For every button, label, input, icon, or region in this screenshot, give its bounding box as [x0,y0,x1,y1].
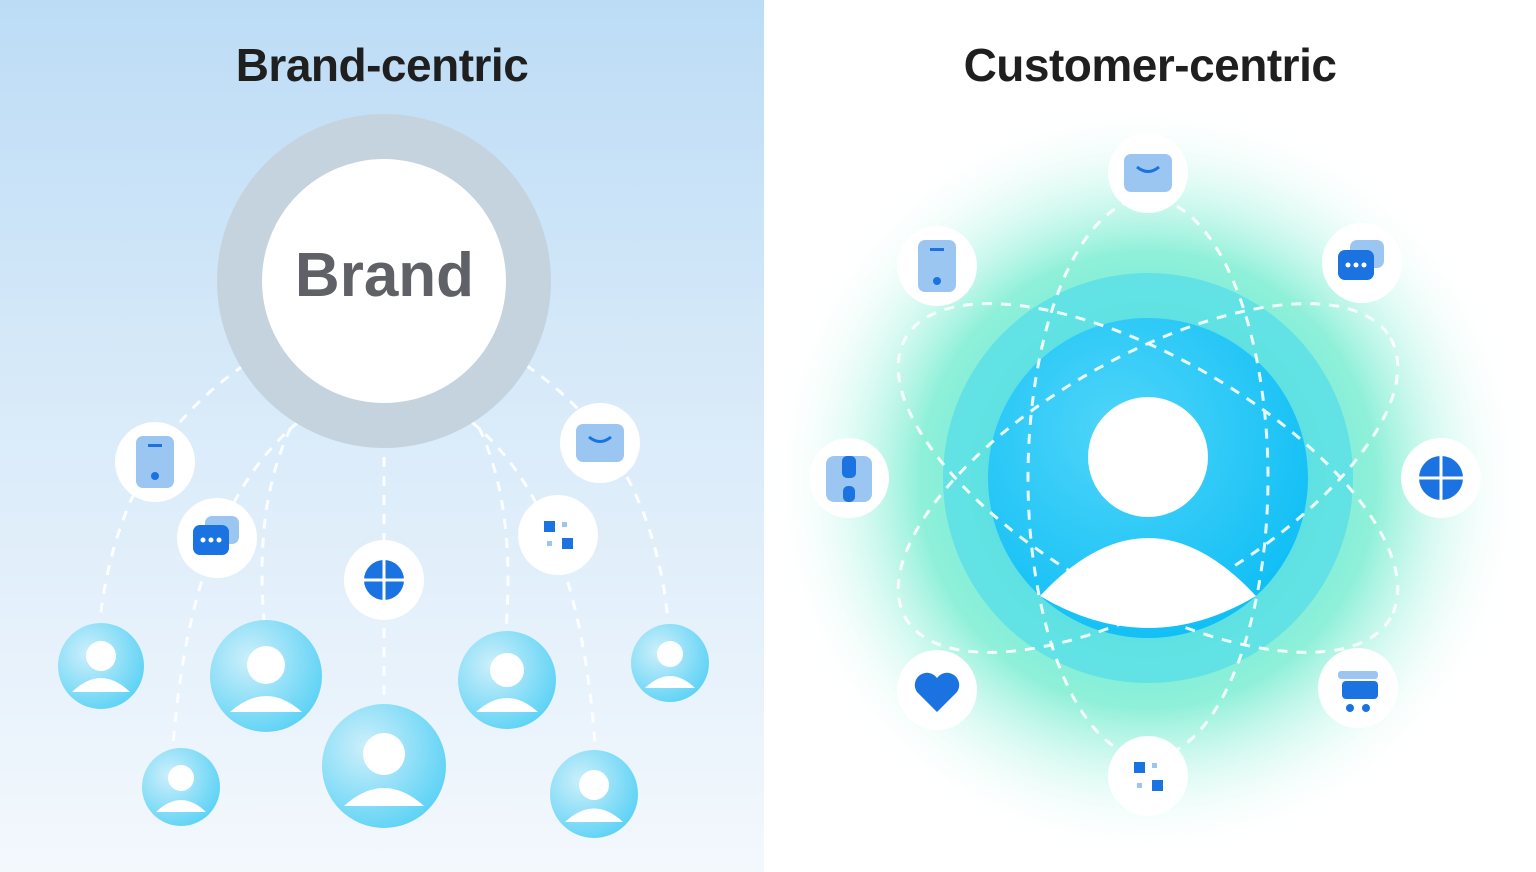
phone-icon [115,422,195,502]
qr-code-icon [518,495,598,575]
brand-centric-title: Brand-centric [235,39,529,91]
mail-icon [1108,133,1188,213]
brand-center-label: Brand [294,241,475,310]
customer-center-avatar [1040,397,1256,628]
globe-icon [344,540,424,620]
heart-icon [897,650,977,730]
customer-centric-title: Customer-centric [963,39,1337,91]
mail-icon [560,403,640,483]
phone-icon [897,226,977,306]
chat-icon [1322,223,1402,303]
globe-icon [1401,438,1481,518]
chat-icon [177,498,257,578]
qr-code-icon [1108,736,1188,816]
customer-centric-panel: Customer-centric [764,0,1536,872]
customer-avatars [58,620,709,838]
store-icon [809,438,889,518]
brand-centric-panel: Brand-centric [0,0,764,872]
cart-icon [1318,648,1398,728]
brand-centric-diagram [58,114,709,838]
customer-centric-diagram [768,100,1528,860]
